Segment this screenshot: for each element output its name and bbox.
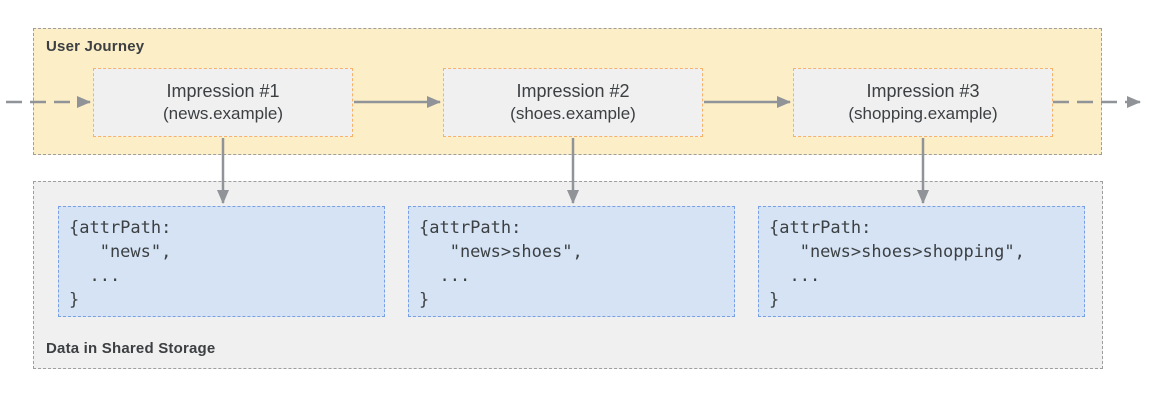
impression-1-domain: (news.example) bbox=[163, 104, 283, 123]
storage-entry-1-box: {attrPath: "news", ... } bbox=[58, 206, 385, 317]
impression-2-box: Impression #2 (shoes.example) bbox=[443, 68, 703, 137]
storage-entry-2-code: {attrPath: "news>shoes", ... } bbox=[419, 218, 583, 310]
shared-storage-label: Data in Shared Storage bbox=[46, 340, 216, 357]
storage-entry-1-code: {attrPath: "news", ... } bbox=[69, 218, 172, 310]
storage-entry-3-code: {attrPath: "news>shoes>shopping", ... } bbox=[769, 218, 1025, 310]
storage-entry-3-box: {attrPath: "news>shoes>shopping", ... } bbox=[758, 206, 1085, 317]
impression-2-domain: (shoes.example) bbox=[510, 104, 636, 123]
impression-3-title: Impression #3 bbox=[866, 81, 980, 101]
user-journey-label: User Journey bbox=[46, 38, 145, 55]
impression-1-title: Impression #1 bbox=[166, 81, 280, 101]
impression-3-domain: (shopping.example) bbox=[848, 104, 998, 123]
storage-entry-2-box: {attrPath: "news>shoes", ... } bbox=[408, 206, 735, 317]
impression-2-title: Impression #2 bbox=[516, 81, 630, 101]
impression-1-box: Impression #1 (news.example) bbox=[93, 68, 353, 137]
impression-3-box: Impression #3 (shopping.example) bbox=[793, 68, 1053, 137]
